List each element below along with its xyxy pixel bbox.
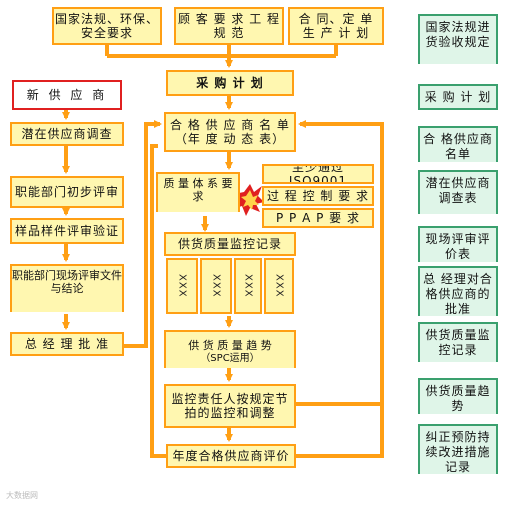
side-doc-gm-approval: 总 经理对合格供应商的批准 bbox=[418, 266, 498, 316]
sample-verify-label: 样品样件评审验证 bbox=[14, 224, 119, 238]
side-doc-label: 纠正预防持续改进措施记录 bbox=[425, 430, 491, 474]
initial-review-box: 职能部门初步评审 bbox=[10, 176, 124, 208]
onsite-review-doc: 职能部门现场评审文件与结论 bbox=[10, 264, 124, 312]
side-doc-qualified-list: 合 格供应商名单 bbox=[418, 126, 498, 162]
iso-label: 至少通过ISO9001 bbox=[288, 164, 348, 184]
xxx-cell: XXX bbox=[200, 258, 232, 314]
contract-box: 合 同、定 单 生 产 计 划 bbox=[288, 7, 384, 45]
sample-verify-box: 样品样件评审验证 bbox=[10, 218, 124, 244]
connector-line bbox=[150, 144, 166, 458]
side-doc-label: 合 格供应商名单 bbox=[423, 132, 493, 161]
xxx-label: XXX bbox=[242, 274, 254, 298]
side-doc-onsite-eval: 现场评审评价表 bbox=[418, 226, 498, 262]
side-doc-label: 供货质量趋势 bbox=[425, 384, 491, 413]
monitor-record-label: 供货质量监控记录 bbox=[177, 237, 282, 251]
new-supplier-box: 新 供 应 商 bbox=[12, 80, 122, 110]
purchase-plan-label: 采 购 计 划 bbox=[196, 76, 264, 90]
side-doc-label: 供货质量监控记录 bbox=[425, 328, 491, 357]
gm-approval-box: 总 经 理 批 准 bbox=[10, 332, 124, 356]
ppap-box: P P A P 要 求 bbox=[262, 208, 374, 228]
connector-arrow bbox=[296, 120, 384, 458]
xxx-label: XXX bbox=[273, 274, 285, 298]
customer-requirements-box: 顾 客 要 求 工 程 规 范 bbox=[174, 7, 284, 45]
burst-connector bbox=[234, 184, 264, 216]
spc-label: （SPC运用） bbox=[200, 352, 260, 364]
gm-approval-label: 总 经 理 批 准 bbox=[24, 337, 110, 351]
side-doc-label: 潜在供应商调查表 bbox=[425, 176, 491, 205]
annual-eval-label: 年度合格供应商评价 bbox=[172, 449, 290, 463]
side-doc-survey-table: 潜在供应商调查表 bbox=[418, 170, 498, 214]
xxx-label: XXX bbox=[210, 274, 222, 298]
quality-trend-label: 供 货 质 量 趋 势 bbox=[188, 338, 272, 352]
qualified-list-box: 合 格 供 应 商 名 单 （年 度 动 态 表） bbox=[164, 112, 296, 152]
regulations-label: 国家法规、环保、安全要求 bbox=[54, 12, 159, 40]
onsite-review-label: 职能部门现场评审文件与结论 bbox=[12, 269, 122, 295]
purchase-plan-box: 采 购 计 划 bbox=[166, 70, 294, 96]
xxx-cell: XXX bbox=[166, 258, 198, 314]
side-doc-label: 总 经理对合格供应商的批准 bbox=[423, 272, 493, 316]
xxx-cell: XXX bbox=[264, 258, 294, 314]
process-control-label: 过 程 控 制 要 求 bbox=[266, 189, 370, 203]
quality-trend-doc: 供 货 质 量 趋 势 （SPC运用） bbox=[164, 330, 296, 368]
qs-requirement-label: 质 量 体 系 要 求 bbox=[163, 177, 233, 203]
regulations-box: 国家法规、环保、安全要求 bbox=[52, 7, 162, 45]
side-doc-label: 现场评审评价表 bbox=[425, 232, 491, 261]
potential-survey-box: 潜在供应商调查 bbox=[10, 122, 124, 146]
xxx-cell: XXX bbox=[234, 258, 262, 314]
watermark-text: 大数据网 bbox=[6, 491, 38, 500]
responsible-label: 监控责任人按规定节拍的监控和调整 bbox=[171, 392, 289, 420]
responsible-box: 监控责任人按规定节拍的监控和调整 bbox=[164, 384, 296, 428]
qualified-list-label: 合 格 供 应 商 名 单 （年 度 动 态 表） bbox=[170, 118, 290, 146]
potential-survey-label: 潜在供应商调查 bbox=[21, 127, 113, 141]
customer-requirements-label: 顾 客 要 求 工 程 规 范 bbox=[177, 12, 281, 40]
side-doc-corrective: 纠正预防持续改进措施记录 bbox=[418, 424, 498, 474]
process-control-box: 过 程 控 制 要 求 bbox=[262, 186, 374, 206]
qs-requirement-doc: 质 量 体 系 要 求 bbox=[156, 172, 240, 212]
side-doc-label: 国家法规进货验收规定 bbox=[425, 20, 491, 49]
connector-arrow bbox=[124, 120, 162, 348]
annual-eval-box: 年度合格供应商评价 bbox=[166, 444, 296, 468]
xxx-label: XXX bbox=[176, 274, 188, 298]
side-doc-label: 采 购 计 划 bbox=[424, 89, 492, 104]
ppap-label: P P A P 要 求 bbox=[276, 211, 360, 225]
monitor-record-box: 供货质量监控记录 bbox=[164, 232, 296, 256]
initial-review-label: 职能部门初步评审 bbox=[15, 185, 120, 199]
iso-box: 至少通过ISO9001 bbox=[262, 164, 374, 184]
new-supplier-label: 新 供 应 商 bbox=[26, 88, 108, 102]
side-doc-regulations: 国家法规进货验收规定 bbox=[418, 14, 498, 64]
watermark: 大数据网 bbox=[6, 490, 38, 501]
side-doc-quality-trend: 供货质量趋势 bbox=[418, 378, 498, 414]
side-doc-purchase-plan: 采 购 计 划 bbox=[418, 84, 498, 110]
contract-label: 合 同、定 单 生 产 计 划 bbox=[298, 12, 374, 40]
side-doc-monitor-record: 供货质量监控记录 bbox=[418, 322, 498, 362]
